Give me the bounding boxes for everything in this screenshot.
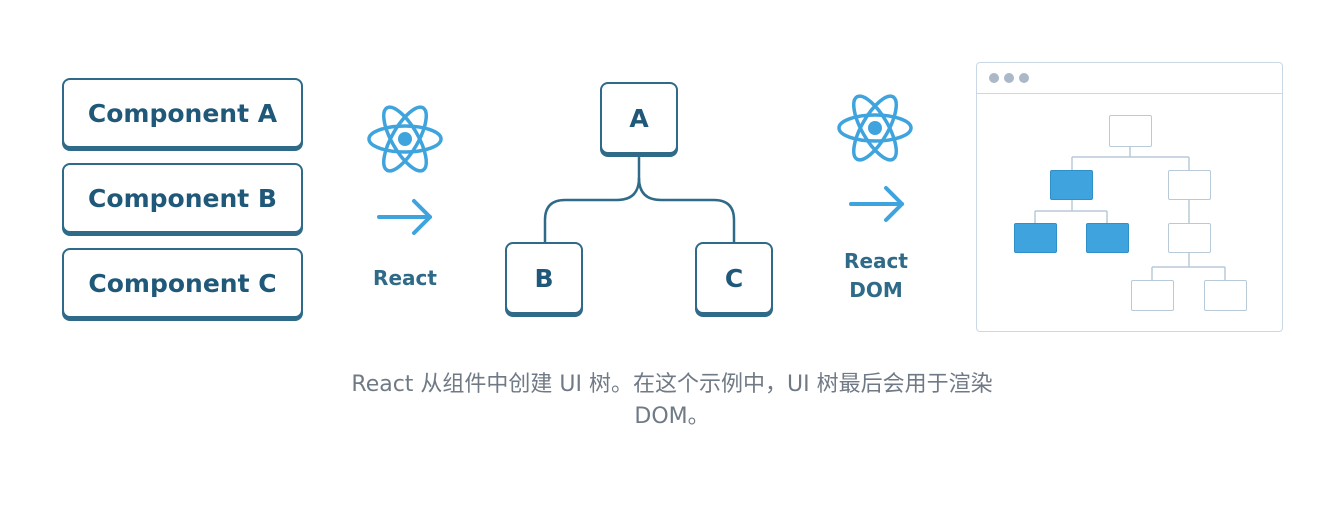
component-a-box: Component A (62, 78, 303, 148)
tree-connectors (543, 157, 736, 243)
react-logo-icon (837, 94, 913, 162)
browser-title-bar (977, 63, 1282, 94)
component-c-box: Component C (62, 248, 303, 318)
tree-node-b-label: B (534, 263, 554, 293)
browser-dot (989, 73, 999, 83)
dom-node (1204, 280, 1247, 311)
react-step-label: React (373, 266, 437, 290)
caption-line-1: React 从组件中创建 UI 树。在这个示例中，UI 树最后会用于渲染 (351, 372, 993, 397)
dom-node-filled (1014, 223, 1057, 253)
component-b-label: Component B (88, 183, 277, 213)
dom-node (1131, 280, 1174, 311)
component-a-label: Component A (87, 98, 278, 128)
dom-node (1168, 223, 1211, 253)
dom-tree-lines (1034, 147, 1226, 280)
react-logo-icon (367, 105, 443, 173)
figure-caption: React 从组件中创建 UI 树。在这个示例中，UI 树最后会用于渲染 DOM… (272, 369, 1072, 433)
dom-node (1109, 115, 1152, 147)
dom-node-filled (1086, 223, 1129, 253)
arrow-right-icon (849, 186, 904, 222)
component-b-box: Component B (62, 163, 303, 233)
tree-node-b: B (505, 242, 583, 314)
tree-node-a: A (600, 82, 678, 154)
tree-node-a-label: A (629, 103, 649, 133)
react-dom-step-label: React DOM (844, 249, 908, 302)
dom-node-filled (1050, 170, 1093, 200)
arrow-right-icon (377, 199, 432, 235)
browser-dot (1004, 73, 1014, 83)
tree-node-c: C (695, 242, 773, 314)
component-c-label: Component C (88, 268, 277, 298)
browser-dot (1019, 73, 1029, 83)
caption-line-2: DOM。 (634, 404, 710, 429)
tree-node-c-label: C (724, 263, 744, 293)
dom-node (1168, 170, 1211, 200)
browser-window-icon (976, 62, 1283, 332)
